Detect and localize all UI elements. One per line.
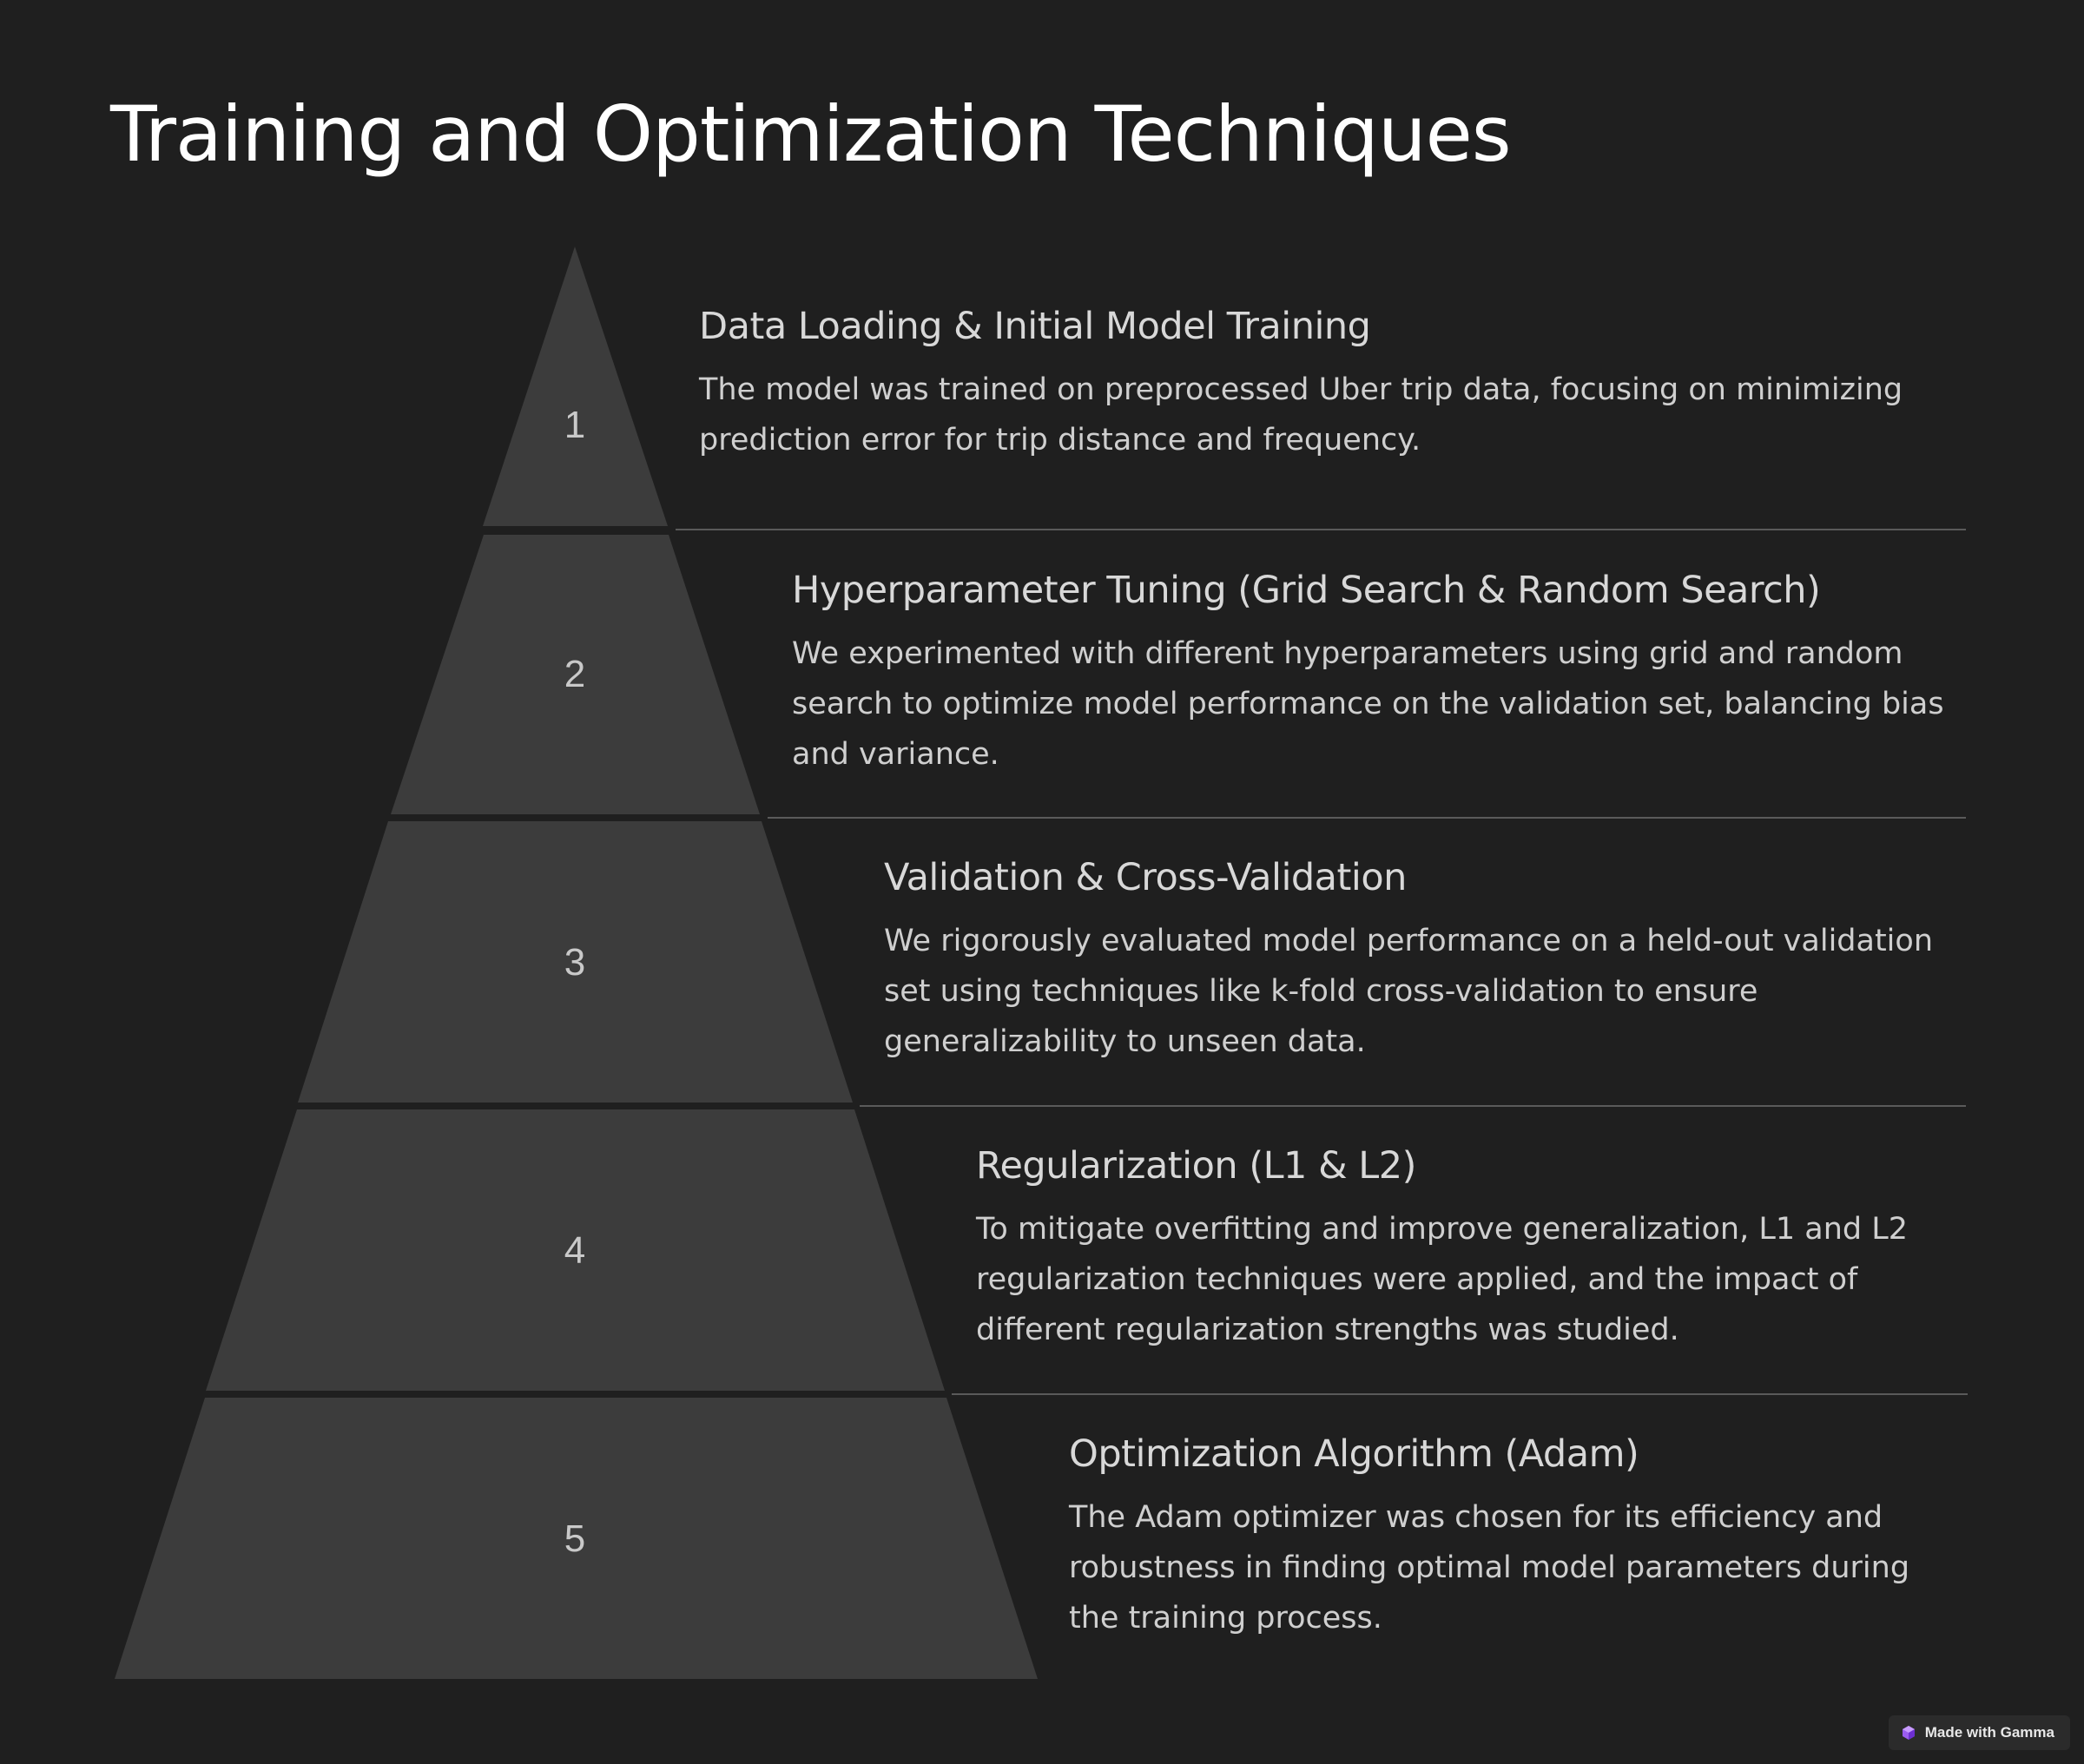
pyramid-tier-5 xyxy=(115,1398,1038,1679)
pyramid-tier-3 xyxy=(298,821,853,1102)
pyramid-tier-4 xyxy=(206,1109,945,1391)
pyramid-tier-2 xyxy=(391,535,760,814)
tier-number: 1 xyxy=(564,404,585,446)
step-1: Data Loading & Initial Model Training Th… xyxy=(699,299,1966,465)
tier-number: 2 xyxy=(564,653,585,695)
step-description: The Adam optimizer was chosen for its ef… xyxy=(1069,1500,1910,1636)
badge-label: Made with Gamma xyxy=(1924,1724,2054,1741)
step-description: We experimented with different hyperpara… xyxy=(792,636,1944,772)
step-4: Regularization (L1 & L2) To mitigate ove… xyxy=(976,1138,1966,1355)
page-title: Training and Optimization Techniques xyxy=(110,89,1512,179)
step-3: Validation & Cross-Validation We rigorou… xyxy=(884,850,1966,1067)
made-with-gamma-badge[interactable]: Made with Gamma xyxy=(1888,1715,2070,1750)
pyramid-tier-1 xyxy=(483,247,668,526)
step-description: To mitigate overfitting and improve gene… xyxy=(976,1212,1908,1347)
gamma-logo-icon xyxy=(1901,1725,1916,1741)
step-5: Optimization Algorithm (Adam) The Adam o… xyxy=(1069,1426,1966,1643)
tier-number: 4 xyxy=(564,1229,585,1272)
step-heading: Optimization Algorithm (Adam) xyxy=(1069,1432,1639,1476)
tier-number: 5 xyxy=(564,1517,585,1560)
step-2: Hyperparameter Tuning (Grid Search & Ran… xyxy=(792,563,1966,780)
step-heading: Regularization (L1 & L2) xyxy=(976,1144,1416,1188)
tier-number: 3 xyxy=(564,941,585,984)
step-description: We rigorously evaluated model performanc… xyxy=(884,924,1933,1059)
step-description: The model was trained on preprocessed Ub… xyxy=(699,372,1903,457)
step-heading: Hyperparameter Tuning (Grid Search & Ran… xyxy=(792,569,1821,612)
step-heading: Data Loading & Initial Model Training xyxy=(699,305,1371,348)
step-heading: Validation & Cross-Validation xyxy=(884,856,1407,899)
